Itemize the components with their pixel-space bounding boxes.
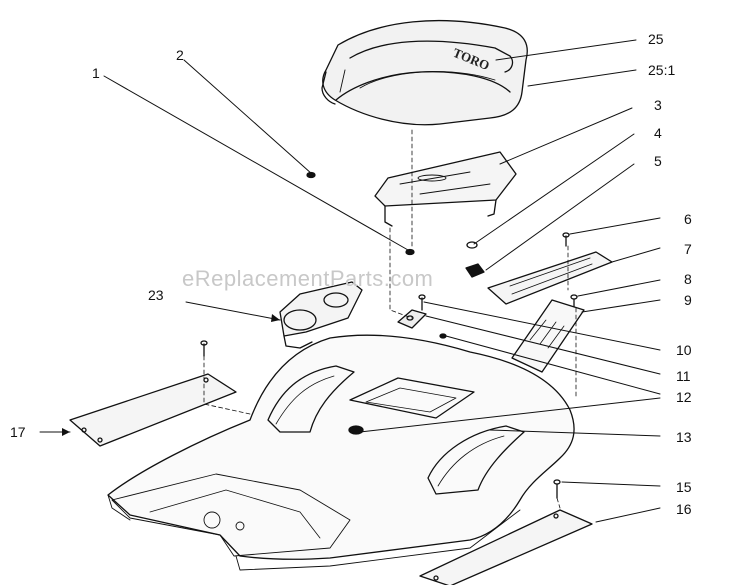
assembly-centerlines <box>203 129 577 509</box>
callout-8: 8 <box>684 271 692 287</box>
plate-right-part <box>419 509 593 585</box>
decal-part <box>511 299 585 373</box>
callout-17: 17 <box>10 424 26 440</box>
slide-plate-part <box>487 251 613 305</box>
fender-pan-part <box>107 334 575 571</box>
callout-1: 1 <box>92 65 100 81</box>
seat-part <box>321 19 528 126</box>
callout-11: 11 <box>676 368 691 384</box>
callout-25: 25 <box>648 31 664 47</box>
callout-4: 4 <box>654 125 662 141</box>
cup-holder-part <box>279 281 363 349</box>
callout-3: 3 <box>654 97 662 113</box>
leader-arrowheads <box>62 314 280 436</box>
callout-12: 12 <box>676 389 692 405</box>
callout-13: 13 <box>676 429 692 445</box>
callout-10: 10 <box>676 342 692 358</box>
callout-6: 6 <box>684 211 692 227</box>
callout-16: 16 <box>676 501 692 517</box>
callout-labels: 1 2 3 4 5 6 7 8 9 10 11 12 13 15 16 17 2… <box>10 31 692 517</box>
fastener-parts <box>200 171 578 499</box>
callout-25-1: 25:1 <box>648 62 675 78</box>
leader-lines <box>39 39 661 523</box>
callout-9: 9 <box>684 292 692 308</box>
callout-23: 23 <box>148 287 164 303</box>
watermark-text: eReplacementParts.com <box>182 266 433 291</box>
clip-part <box>397 309 427 329</box>
plate-left-part <box>69 373 237 447</box>
callout-15: 15 <box>676 479 692 495</box>
seat-bracket-part <box>374 151 517 227</box>
callout-2: 2 <box>176 47 184 63</box>
callout-5: 5 <box>654 153 662 169</box>
callout-7: 7 <box>684 241 692 257</box>
